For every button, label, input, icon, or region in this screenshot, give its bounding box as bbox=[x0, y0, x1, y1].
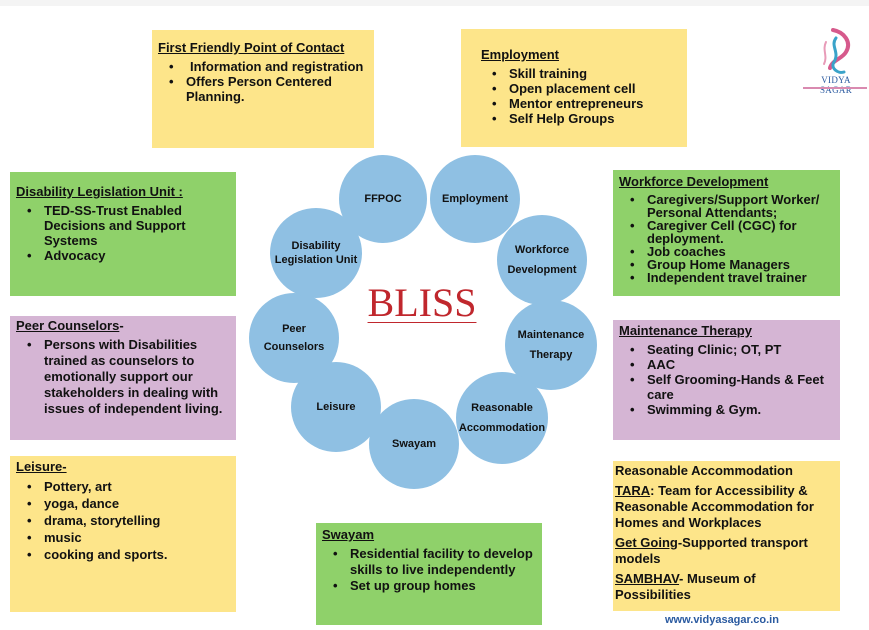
leisure-list: Pottery, art yoga, dance drama, storytel… bbox=[16, 478, 230, 563]
tara-entry: TARA: Team for Accessibility & Reasonabl… bbox=[615, 483, 834, 531]
list-item: Caregiver Cell (CGC) for deployment. bbox=[630, 219, 834, 245]
list-item: AAC bbox=[630, 357, 834, 372]
peer-title: Peer Counselors- bbox=[16, 318, 230, 334]
circle-disability-legislation-unit: Disability Legislation Unit bbox=[270, 208, 362, 298]
swayam-box: Swayam Residential facility to develop s… bbox=[316, 523, 542, 625]
list-item: Mentor entrepreneurs bbox=[492, 96, 681, 111]
vidya-sagar-logo bbox=[823, 28, 851, 74]
ffpoc-box: First Friendly Point of Contact Informat… bbox=[152, 30, 374, 148]
maintenance-box: Maintenance Therapy Seating Clinic; OT, … bbox=[613, 320, 840, 440]
list-item: Self Grooming-Hands & Feet care bbox=[630, 372, 834, 402]
list-item: Group Home Managers bbox=[630, 258, 834, 271]
circle-swayam: Swayam bbox=[369, 399, 459, 489]
sambhav-label: SAMBHAV bbox=[615, 571, 680, 586]
list-item: Swimming & Gym. bbox=[630, 402, 834, 417]
employment-list: Skill training Open placement cell Mento… bbox=[481, 66, 681, 126]
list-item: Set up group homes bbox=[333, 578, 536, 594]
employment-box: Employment Skill training Open placement… bbox=[461, 29, 687, 147]
reasonable-heading: Reasonable Accommodation bbox=[615, 463, 793, 478]
maintenance-title: Maintenance Therapy bbox=[619, 323, 752, 338]
circle-employment: Employment bbox=[430, 155, 520, 243]
list-item: Job coaches bbox=[630, 245, 834, 258]
logo-text: VIDYA SAGAR bbox=[819, 75, 852, 95]
list-item: Pottery, art bbox=[27, 478, 230, 495]
list-item: Independent travel trainer bbox=[630, 271, 834, 284]
list-item: Skill training bbox=[492, 66, 681, 81]
maintenance-list: Seating Clinic; OT, PT AAC Self Grooming… bbox=[619, 342, 834, 417]
list-item: Open placement cell bbox=[492, 81, 681, 96]
tara-text: : Team for Accessibility & Reasonable Ac… bbox=[615, 483, 814, 530]
ffpoc-title: First Friendly Point of Contact bbox=[158, 40, 345, 55]
list-item: yoga, dance bbox=[27, 495, 230, 512]
ffpoc-list: Information and registration Offers Pers… bbox=[158, 59, 368, 104]
workforce-box: Workforce Development Caregivers/Support… bbox=[613, 170, 840, 296]
workforce-title: Workforce Development bbox=[619, 174, 769, 189]
employment-title: Employment bbox=[481, 47, 560, 62]
sambhav-entry: SAMBHAV- Museum of Possibilities bbox=[615, 571, 834, 603]
list-item: Advocacy bbox=[27, 248, 230, 263]
tara-label: TARA bbox=[615, 483, 651, 498]
disability-title: Disability Legislation Unit : bbox=[16, 184, 183, 199]
list-item: cooking and sports. bbox=[27, 546, 230, 563]
list-item: Residential facility to develop skills t… bbox=[333, 546, 536, 578]
list-item: Persons with Disabilities trained as cou… bbox=[27, 337, 230, 417]
circle-workforce-development: Workforce Development bbox=[497, 215, 587, 305]
peer-title-text: Peer Counselors bbox=[16, 318, 120, 333]
disability-box: Disability Legislation Unit : TED-SS-Tru… bbox=[10, 172, 236, 296]
swayam-list: Residential facility to develop skills t… bbox=[322, 546, 536, 594]
reasonable-box: Reasonable Accommodation TARA: Team for … bbox=[613, 461, 840, 611]
sambhav-text: - Museum of Possibilities bbox=[615, 571, 756, 602]
leisure-box: Leisure- Pottery, art yoga, dance drama,… bbox=[10, 456, 236, 612]
circle-peer-counselors: Peer Counselors bbox=[249, 293, 339, 383]
list-item: Seating Clinic; OT, PT bbox=[630, 342, 834, 357]
peer-list: Persons with Disabilities trained as cou… bbox=[16, 337, 230, 417]
logo-underline bbox=[803, 87, 867, 89]
list-item: Self Help Groups bbox=[492, 111, 681, 126]
list-item: TED-SS-Trust Enabled Decisions and Suppo… bbox=[27, 203, 230, 248]
swayam-title: Swayam bbox=[322, 527, 375, 542]
circle-reasonable-accommodation: Reasonable Accommodation bbox=[456, 372, 548, 464]
getgoing-entry: Get Going-Supported transport models bbox=[615, 535, 834, 567]
bliss-title: BLISS bbox=[367, 280, 477, 325]
getgoing-label: Get Going bbox=[615, 535, 678, 550]
list-item: Information and registration bbox=[169, 59, 368, 74]
peer-box: Peer Counselors- Persons with Disabiliti… bbox=[10, 316, 236, 440]
getgoing-text: -Supported transport models bbox=[615, 535, 808, 566]
disability-list: TED-SS-Trust Enabled Decisions and Suppo… bbox=[16, 203, 230, 263]
list-item: Caregivers/Support Worker/ Personal Atte… bbox=[630, 193, 834, 219]
website-link[interactable]: www.vidyasagar.co.in bbox=[665, 614, 779, 626]
list-item: Offers Person Centered Planning. bbox=[169, 74, 368, 104]
workforce-list: Caregivers/Support Worker/ Personal Atte… bbox=[619, 193, 834, 284]
leisure-title: Leisure- bbox=[16, 459, 67, 474]
top-strip bbox=[0, 0, 869, 6]
peer-title-suffix: - bbox=[119, 318, 124, 333]
list-item: drama, storytelling bbox=[27, 512, 230, 529]
list-item: music bbox=[27, 529, 230, 546]
